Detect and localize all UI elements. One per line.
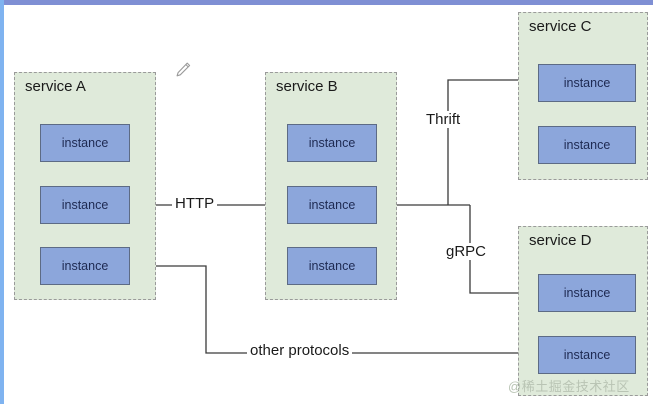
instance-box[interactable]: instance xyxy=(538,274,636,312)
connection-label-thrift: Thrift xyxy=(423,111,464,128)
instance-box[interactable]: instance xyxy=(538,126,636,164)
instance-box[interactable]: instance xyxy=(40,124,130,162)
instance-box[interactable]: instance xyxy=(287,247,377,285)
instance-box[interactable]: instance xyxy=(40,247,130,285)
connection-label-grpc: gRPC xyxy=(443,243,490,260)
connection-label-other-protocols: other protocols xyxy=(247,342,353,359)
service-label: service B xyxy=(276,78,338,95)
watermark: @稀土掘金技术社区 xyxy=(508,379,630,394)
service-label: service D xyxy=(529,232,592,249)
service-label: service C xyxy=(529,18,592,35)
top-accent-bar xyxy=(0,0,653,5)
service-label: service A xyxy=(25,78,86,95)
instance-box[interactable]: instance xyxy=(287,186,377,224)
instance-box[interactable]: instance xyxy=(538,64,636,102)
connection-label-http: HTTP xyxy=(172,195,218,212)
instance-box[interactable]: instance xyxy=(40,186,130,224)
left-accent-bar xyxy=(0,0,4,404)
pencil-icon[interactable] xyxy=(173,60,193,80)
instance-box[interactable]: instance xyxy=(287,124,377,162)
instance-box[interactable]: instance xyxy=(538,336,636,374)
